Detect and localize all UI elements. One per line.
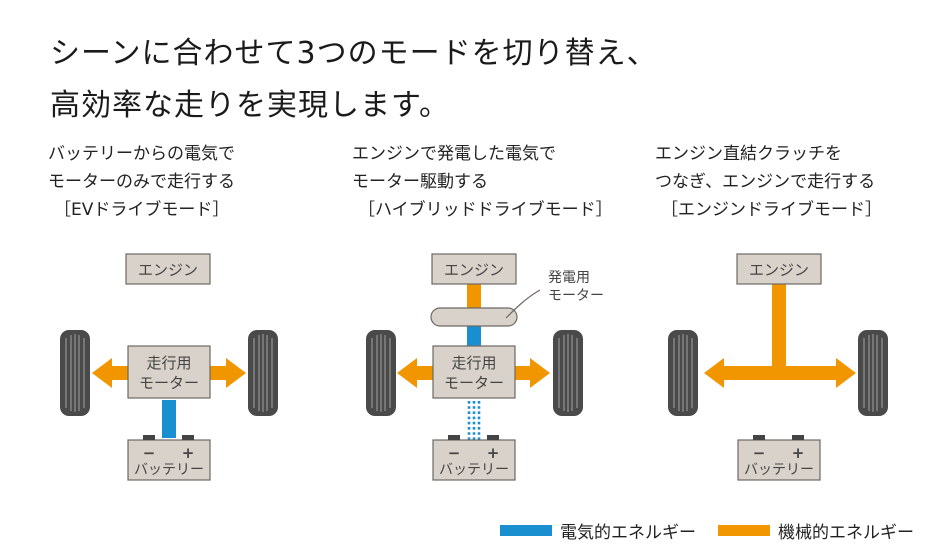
hybrid-left-tire bbox=[365, 329, 397, 417]
legend-electric-swatch bbox=[500, 525, 552, 536]
ev-mode-desc-line-2: モーターのみで走行する bbox=[48, 172, 235, 192]
hybrid-battery-dotted-flow bbox=[467, 401, 481, 440]
hybrid-battery-label: バッテリー bbox=[439, 462, 509, 478]
ev-battery-box bbox=[127, 439, 211, 481]
ev-motor-label-2: モーター bbox=[139, 374, 199, 392]
ev-drive-motor-box bbox=[127, 345, 211, 399]
ev-mode-description: バッテリーからの電気で モーターのみで走行する ［EVドライブモード］ bbox=[48, 140, 235, 224]
legend-electric: 電気的エネルギー bbox=[500, 518, 696, 543]
engine-mechanical-flow bbox=[704, 282, 856, 388]
hybrid-generator-callout-line bbox=[505, 289, 541, 319]
engine-left-tire bbox=[667, 329, 699, 417]
ev-battery-plus: + bbox=[182, 444, 195, 462]
hybrid-battery-box bbox=[432, 439, 516, 481]
engine-right-tire bbox=[857, 329, 889, 417]
hybrid-mode-description: エンジンで発電した電気で モーター駆動する ［ハイブリッドドライブモード］ bbox=[352, 140, 613, 224]
hybrid-mode-diagram: エンジン 発電用 モーター 走行用 モーター − + バッテリー bbox=[365, 253, 604, 481]
hybrid-engine-label: エンジン bbox=[444, 261, 504, 279]
hybrid-generator-motor bbox=[430, 307, 518, 327]
hybrid-engine-box bbox=[431, 253, 517, 285]
legend-electric-label: 電気的エネルギー bbox=[560, 523, 696, 543]
engine-mode-desc-line-2: つなぎ、エンジンで走行する bbox=[655, 172, 876, 192]
engine-mode-desc-line-1: エンジン直結クラッチを bbox=[655, 144, 842, 164]
engine-mode-battery-plus: + bbox=[792, 444, 805, 462]
ev-mode-desc-line-1: バッテリーからの電気で bbox=[48, 144, 235, 164]
ev-engine-label: エンジン bbox=[138, 261, 198, 279]
ev-mechanical-arrows bbox=[92, 358, 246, 388]
ev-motor-label-1: 走行用 bbox=[146, 354, 191, 372]
hybrid-mode-desc-line-1: エンジンで発電した電気で bbox=[352, 144, 556, 164]
hybrid-right-tire bbox=[552, 329, 584, 417]
engine-mode-description: エンジン直結クラッチを つなぎ、エンジンで走行する ［エンジンドライブモード］ bbox=[655, 140, 882, 224]
hybrid-engine-to-generator-flow bbox=[467, 282, 481, 310]
ev-battery-minus: − bbox=[143, 444, 156, 462]
engine-mode-diagram: エンジン − + バッテリー bbox=[667, 253, 889, 481]
headline-line-1: シーンに合わせて3つのモードを切り替え、 bbox=[50, 36, 658, 71]
hybrid-generator-label-2: モーター bbox=[548, 288, 604, 304]
hybrid-battery-minus: − bbox=[448, 444, 461, 462]
hybrid-battery-plus: + bbox=[487, 444, 500, 462]
ev-mode-name: ［EVドライブモード］ bbox=[54, 200, 230, 220]
hybrid-motor-label-1: 走行用 bbox=[451, 354, 496, 372]
engine-mode-battery-box bbox=[737, 439, 821, 481]
ev-mode-diagram: エンジン 走行用 モーター − + バッテリー bbox=[59, 253, 279, 481]
ev-right-tire bbox=[247, 329, 279, 417]
hybrid-generator-label-1: 発電用 bbox=[548, 270, 590, 286]
legend-mechanical: 機械的エネルギー bbox=[718, 518, 914, 543]
headline-line-2: 高効率な走りを実現します。 bbox=[50, 88, 450, 123]
engine-mode-battery-minus: − bbox=[753, 444, 766, 462]
hybrid-drive-motor-box bbox=[432, 345, 516, 399]
legend-mechanical-label: 機械的エネルギー bbox=[778, 523, 914, 543]
legend-mechanical-swatch bbox=[718, 525, 770, 536]
hybrid-mechanical-arrows bbox=[397, 358, 550, 388]
hybrid-mode-name: ［ハイブリッドドライブモード］ bbox=[358, 200, 613, 220]
engine-mode-engine-label: エンジン bbox=[749, 261, 809, 279]
engine-mode-name: ［エンジンドライブモード］ bbox=[661, 200, 882, 220]
ev-electric-flow bbox=[162, 400, 176, 438]
hybrid-generator-to-motor-flow bbox=[467, 324, 481, 348]
ev-engine-box bbox=[125, 253, 211, 285]
ev-left-tire bbox=[59, 329, 91, 417]
engine-mode-engine-box bbox=[736, 253, 822, 285]
engine-mode-battery-label: バッテリー bbox=[744, 462, 814, 478]
hybrid-motor-label-2: モーター bbox=[444, 374, 504, 392]
hybrid-mode-desc-line-2: モーター駆動する bbox=[352, 172, 488, 192]
ev-battery-label: バッテリー bbox=[134, 462, 204, 478]
